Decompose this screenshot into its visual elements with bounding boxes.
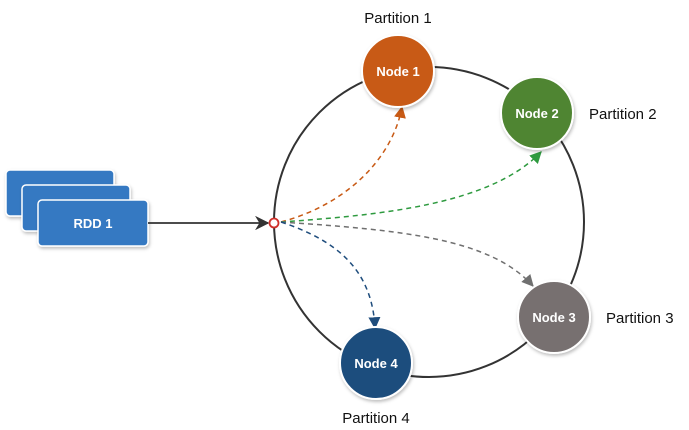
partition-1-label: Partition 1 [364, 10, 432, 27]
node-2-label: Node 2 [515, 106, 558, 121]
partition-4-label: Partition 4 [342, 410, 410, 427]
edge-to-node-3 [280, 221, 534, 287]
node-3-circle [517, 280, 591, 354]
edge-to-node-2 [280, 151, 542, 223]
rdd-stack[interactable]: RDD 1 [5, 169, 149, 247]
node-1[interactable]: Node 1 [361, 34, 435, 108]
ring-entry-point [268, 217, 280, 229]
partition-2-label: Partition 2 [589, 106, 657, 123]
node-1-circle [361, 34, 435, 108]
edge-to-node-1 [280, 105, 406, 223]
node-2[interactable]: Node 2 [500, 76, 574, 150]
node-4[interactable]: Node 4 [339, 326, 413, 400]
partition-3-label: Partition 3 [606, 310, 674, 327]
node-3-label: Node 3 [532, 310, 575, 325]
node-2-circle [500, 76, 574, 150]
node-3[interactable]: Node 3 [517, 280, 591, 354]
rdd-label: RDD 1 [73, 216, 112, 231]
edge-to-node-4 [280, 221, 381, 330]
node-1-label: Node 1 [376, 64, 419, 79]
node-4-circle [339, 326, 413, 400]
node-4-label: Node 4 [354, 356, 398, 371]
